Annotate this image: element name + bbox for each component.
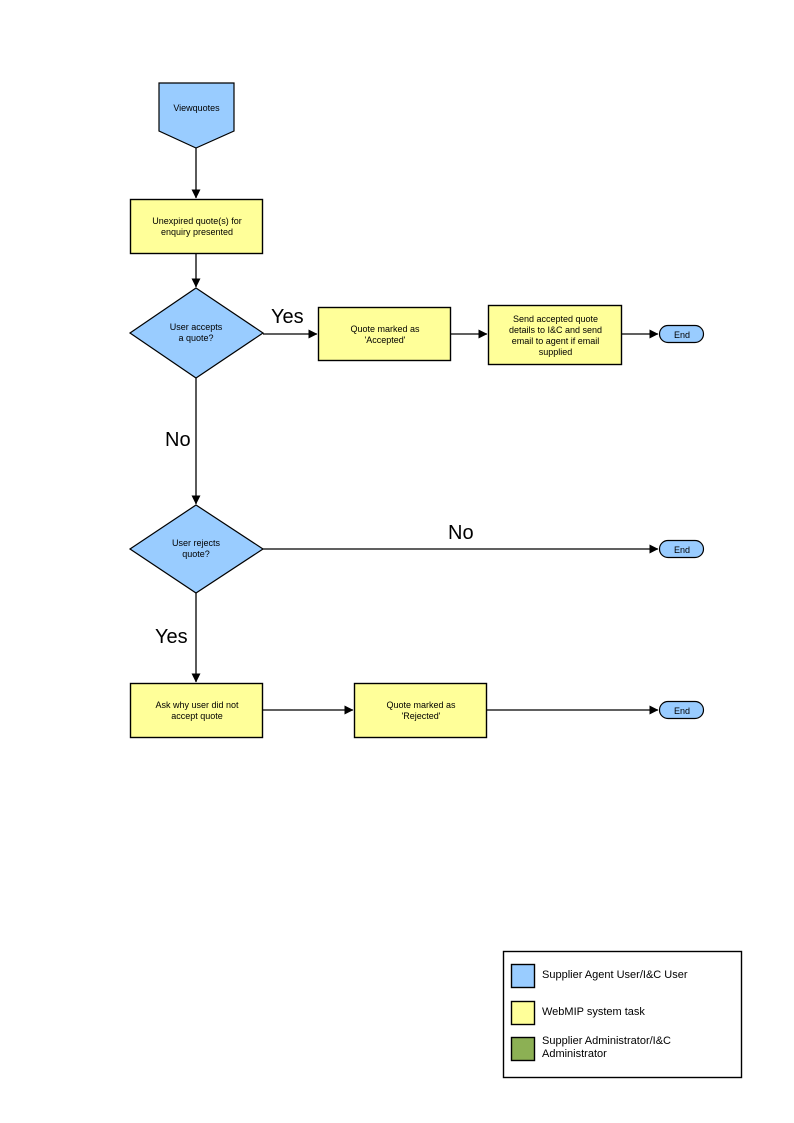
legend-swatch-supplier-agent [510,963,536,989]
legend-box [502,950,743,1079]
node-end-2-label: End [673,544,690,555]
node-end-3-label: End [673,705,690,716]
node-ask-why-not-accepted[interactable] [129,682,264,739]
edge-label-yes-reject: Yes [155,626,188,648]
node-decision-user-accepts[interactable] [128,287,265,379]
node-unexpired-quotes[interactable] [129,198,264,255]
legend-item-label-supplier-administrator: Supplier Administrator/I&C Administrator [542,1035,671,1060]
node-end-1-label: End [673,329,690,340]
node-end-3[interactable] [658,700,705,720]
node-quote-marked-accepted[interactable] [317,306,452,362]
edge-label-no-reject: No [448,522,474,544]
edge-label-yes-accept: Yes [271,306,304,328]
legend-item-label-supplier-agent: Supplier Agent User/I&C User [542,969,688,981]
node-decision-user-rejects[interactable] [128,504,265,594]
legend-item-label-webmip-system: WebMIP system task [542,1006,645,1018]
node-end-2[interactable] [658,539,705,559]
node-end-1[interactable] [658,324,705,344]
node-start-viewquotes[interactable] [158,82,235,149]
edge-label-no-accept: No [165,429,191,451]
node-send-accepted-quote-details[interactable] [487,304,623,366]
legend-swatch-supplier-administrator [510,1036,536,1062]
legend-swatch-webmip-system [510,1000,536,1026]
node-quote-marked-rejected[interactable] [353,682,488,739]
